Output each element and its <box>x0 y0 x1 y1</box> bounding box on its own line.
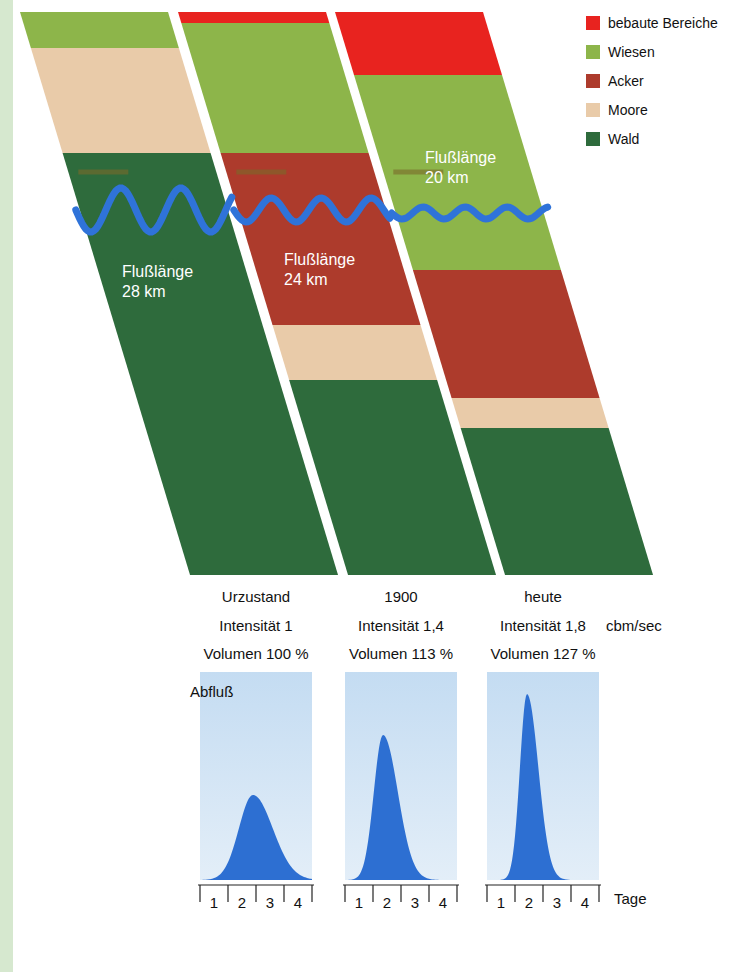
land-band <box>20 12 179 48</box>
river <box>392 207 548 219</box>
axis-tick <box>255 885 256 902</box>
chart-text: heute <box>524 588 562 606</box>
axis-tick <box>400 885 401 902</box>
axis-tick <box>199 885 200 902</box>
axis-number: 4 <box>581 894 589 912</box>
legend-text: bebaute Bereiche <box>608 15 718 31</box>
legend-swatch <box>586 16 600 30</box>
axis-tick <box>486 885 487 902</box>
chart-panel <box>200 672 312 880</box>
chart-panel <box>345 672 457 880</box>
axis-number: 4 <box>439 894 447 912</box>
river-length: Flußlänge 20 km <box>425 148 515 188</box>
legend-swatch <box>586 132 600 146</box>
land-band <box>354 75 561 270</box>
chart-text: Volumen 113 % <box>349 645 453 663</box>
land-band <box>181 23 368 153</box>
chart-text: Intensität 1 <box>219 617 292 635</box>
land-band <box>335 12 502 75</box>
chart-text: Tage <box>614 890 647 908</box>
axis-number: 3 <box>411 894 419 912</box>
axis-number: 2 <box>525 894 533 912</box>
axis-number: 2 <box>238 894 246 912</box>
axis-tick <box>570 885 571 902</box>
axis-tick <box>542 885 543 902</box>
legend-swatch <box>586 103 600 117</box>
axis-tick <box>372 885 373 902</box>
river <box>76 188 232 232</box>
axis-tick <box>344 885 345 902</box>
legend-text: Wiesen <box>608 44 655 60</box>
axis-number: 4 <box>294 894 302 912</box>
bank-mark <box>78 170 128 175</box>
land-band <box>31 48 211 153</box>
chart-text: Volumen 100 % <box>203 645 308 663</box>
hydrograph <box>487 694 599 880</box>
land-band <box>273 325 438 380</box>
axis-tick <box>428 885 429 902</box>
chart-text: Abfluß <box>190 683 233 701</box>
land-band <box>452 398 609 428</box>
river <box>234 198 390 222</box>
legend-text: Moore <box>608 102 648 118</box>
axis-tick <box>598 885 599 902</box>
chart-text: 1900 <box>384 588 417 606</box>
chart-text: Urzustand <box>222 588 290 606</box>
river-length: Flußlänge 28 km <box>122 262 212 302</box>
chart-text: Volumen 127 % <box>490 645 595 663</box>
chart-text: Intensität 1,4 <box>358 617 444 635</box>
axis-tick <box>311 885 312 902</box>
axis-tick <box>456 885 457 902</box>
legend-swatch <box>586 74 600 88</box>
axis-number: 3 <box>266 894 274 912</box>
land-band <box>461 428 653 575</box>
legend-text: Acker <box>608 73 644 89</box>
bank-mark <box>236 170 286 175</box>
land-band <box>413 270 600 398</box>
hydrograph <box>200 795 312 880</box>
chart-text: Intensität 1,8 <box>500 617 586 635</box>
axis-tick <box>283 885 284 902</box>
axis-number: 1 <box>355 894 363 912</box>
axis-number: 1 <box>210 894 218 912</box>
land-band <box>178 12 329 23</box>
chart-panel <box>487 672 599 880</box>
axis-number: 1 <box>497 894 505 912</box>
axis-tick <box>514 885 515 902</box>
legend-swatch <box>586 45 600 59</box>
hydrograph <box>345 735 457 880</box>
axis-number: 3 <box>553 894 561 912</box>
river-length: Flußlänge 24 km <box>284 250 374 290</box>
axis-tick <box>227 885 228 902</box>
axis-number: 2 <box>383 894 391 912</box>
margin-strip <box>0 0 13 972</box>
legend-text: Wald <box>608 131 639 147</box>
chart-text: cbm/sec <box>606 617 662 635</box>
